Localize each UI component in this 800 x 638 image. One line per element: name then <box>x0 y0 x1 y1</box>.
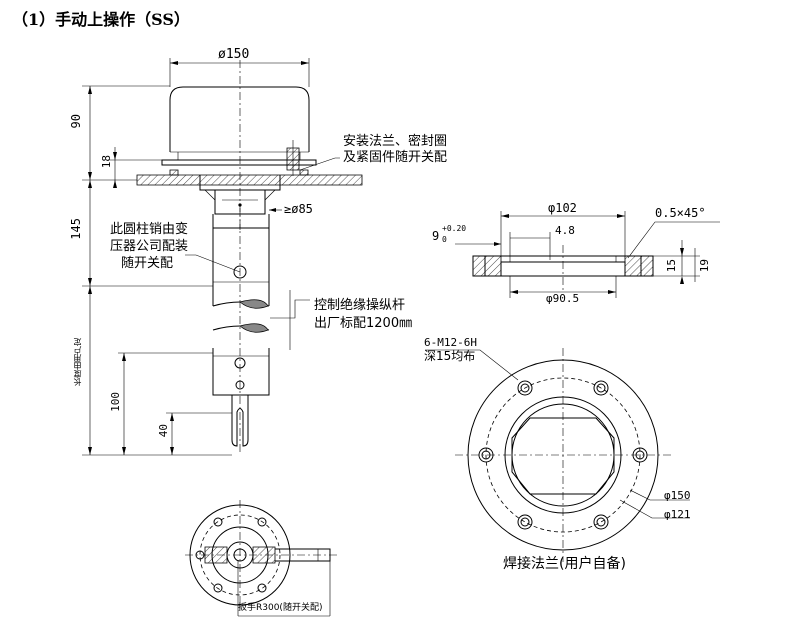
dim-height-145: 145 <box>69 218 83 240</box>
dim-40: 40 <box>157 424 170 438</box>
dim-15: 15 <box>665 259 678 273</box>
pin-note-line3: 随开关配 <box>121 256 174 271</box>
dim-height-18: 18 <box>100 155 113 169</box>
dim-height-90: 90 <box>69 114 83 129</box>
thread-note-line1: 6-M12-6H <box>424 336 477 349</box>
wrench-top-view <box>185 500 340 616</box>
dim-length-user: 长度由用户定 <box>73 338 82 386</box>
dim-19: 19 <box>698 259 711 273</box>
dimension-lines-left <box>82 58 340 455</box>
dim-flange-150: φ150 <box>664 489 691 502</box>
pin-note-line2: 压器公司配装 <box>110 239 189 254</box>
wrench-caption: 扳手R300(随开关配) <box>238 603 323 613</box>
flange-section-view <box>455 211 720 298</box>
dim-9-lower-tol: 0 <box>442 235 447 244</box>
weld-flange-top-view <box>425 348 690 562</box>
dim-shaft-diameter: ≥ø85 <box>284 202 313 216</box>
cylinder-pin-icon <box>234 266 246 278</box>
dim-9-base: 9 <box>432 229 440 243</box>
rod-note-line1: 控制绝缘操纵杆 <box>314 298 406 313</box>
dim-102: φ102 <box>548 201 577 215</box>
flange-note-line1: 安装法兰、密封圈 <box>343 134 448 149</box>
dim-100: 100 <box>109 392 122 412</box>
dim-90-5: φ90.5 <box>546 292 580 305</box>
dim-flange-121: φ121 <box>664 508 691 521</box>
pin-note-line1: 此圆柱销由变 <box>110 222 189 237</box>
flange-note-line2: 及紧固件随开关配 <box>343 150 448 165</box>
dim-4-8: 4.8 <box>555 224 575 237</box>
dim-chamfer: 0.5×45° <box>655 206 706 220</box>
dim-9-upper-tol: +0.20 <box>442 224 467 233</box>
page-title: （1）手动上操作（SS） <box>12 10 190 29</box>
flange-caption: 焊接法兰(用户自备) <box>503 556 626 572</box>
dim-top-diameter: ø150 <box>218 47 250 62</box>
rod-note-line2: 出厂标配1200㎜ <box>314 316 413 331</box>
operating-head-side-view <box>137 60 362 455</box>
thread-note-line2: 深15均布 <box>424 349 476 363</box>
